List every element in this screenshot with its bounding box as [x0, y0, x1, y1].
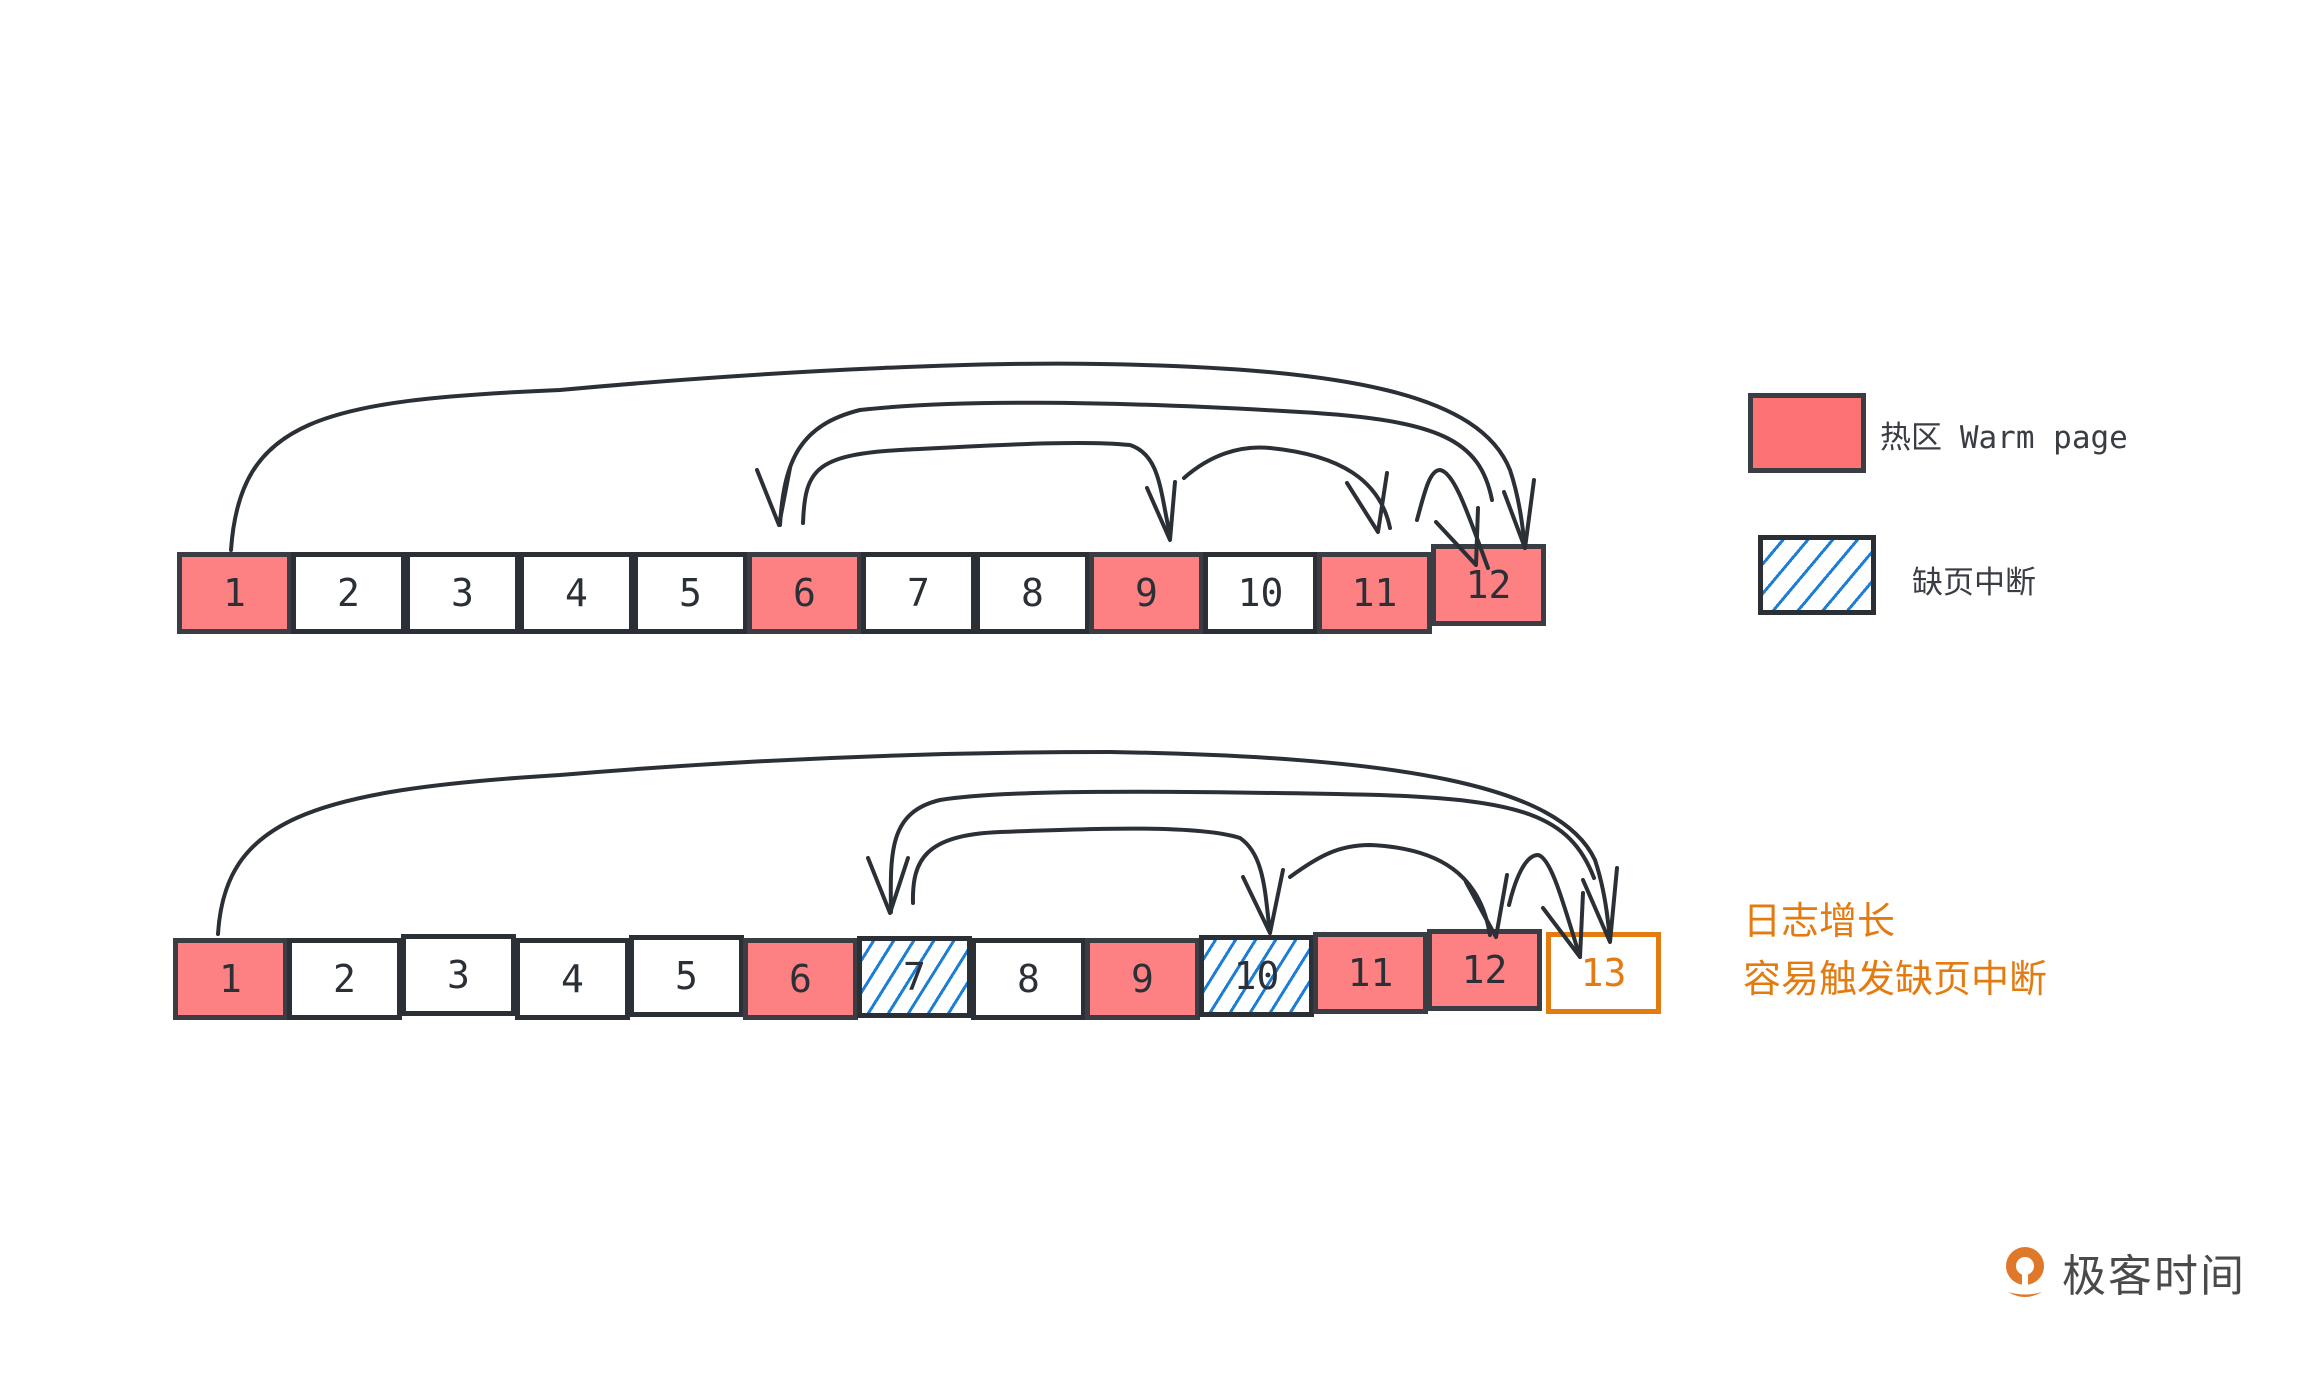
arrow-10-to-12	[1288, 843, 1509, 939]
legend-swatch-page-fault	[1758, 535, 1876, 615]
legend-label-warm: 热区 Warm page	[1880, 412, 2128, 457]
legend-label-page-fault: 缺页中断	[1912, 565, 2036, 601]
legend-label-cn: 热区	[1880, 420, 1942, 456]
page-4: 4	[519, 552, 634, 634]
page-5: 5	[633, 552, 748, 634]
page-number: 5	[679, 571, 702, 615]
page-3: 3	[405, 552, 520, 634]
page-number: 6	[793, 571, 816, 615]
page-4: 4	[515, 938, 630, 1020]
arrow-7-to-10	[910, 826, 1285, 935]
page-number: 2	[337, 571, 360, 615]
note-line-2: 容易触发缺页中断	[1743, 957, 2048, 1001]
page-number: 8	[1017, 957, 1040, 1001]
arrow-13-to-7	[866, 789, 1596, 915]
page-number: 11	[1351, 571, 1398, 615]
page-7-page-fault: 7	[857, 936, 972, 1018]
note-line-1: 日志增长	[1743, 899, 1896, 943]
page-number: 1	[223, 571, 246, 615]
page-number: 13	[1580, 951, 1627, 995]
page-6: 6	[743, 938, 858, 1020]
note-log-growth: 日志增长 容易触发缺页中断	[1743, 892, 2047, 1008]
page-number: 7	[907, 571, 930, 615]
page-2: 2	[291, 552, 406, 634]
page-3: 3	[401, 934, 516, 1016]
page-number: 6	[789, 957, 812, 1001]
page-13-new: 13	[1546, 932, 1661, 1014]
page-number: 3	[447, 953, 470, 997]
page-number: 12	[1461, 948, 1508, 992]
page-9: 9	[1089, 552, 1204, 634]
page-6: 6	[747, 552, 862, 634]
page-number: 9	[1131, 957, 1154, 1001]
page-7: 7	[861, 552, 976, 634]
page-1: 1	[177, 552, 292, 634]
arrow-12-to-6	[755, 400, 1494, 527]
page-5: 5	[629, 935, 744, 1017]
brand-logo: 极客时间	[2002, 1240, 2246, 1304]
page-12: 12	[1431, 544, 1546, 626]
page-number: 8	[1021, 571, 1044, 615]
legend-swatch-warm	[1748, 393, 1866, 473]
page-2: 2	[287, 938, 402, 1020]
page-11: 11	[1317, 552, 1432, 634]
page-number: 5	[675, 954, 698, 998]
page-number: 11	[1347, 951, 1394, 995]
page-number: 9	[1135, 571, 1158, 615]
page-number: 7	[903, 955, 926, 999]
legend-label-en: Warm page	[1959, 420, 2128, 456]
page-number: 10	[1237, 571, 1284, 615]
page-number: 10	[1233, 954, 1280, 998]
page-10-page-fault: 10	[1199, 935, 1314, 1017]
page-number: 12	[1465, 563, 1512, 607]
page-8: 8	[971, 938, 1086, 1020]
arrow-6-to-9	[801, 440, 1177, 542]
arrow-1-to-12	[229, 361, 1536, 552]
page-10: 10	[1203, 552, 1318, 634]
page-number: 3	[451, 571, 474, 615]
page-number: 4	[561, 957, 584, 1001]
page-9: 9	[1085, 938, 1200, 1020]
page-8: 8	[975, 552, 1090, 634]
page-12: 12	[1427, 929, 1542, 1011]
page-1: 1	[173, 938, 288, 1020]
page-row-before: 1 2 3 4 5 6 7 8 9 10 11 12	[177, 544, 1546, 634]
page-number: 1	[219, 957, 242, 1001]
arrow-9-to-11	[1182, 445, 1392, 534]
page-row-after: 1 2 3 4 5 6 7 8 9 10 11 12 13	[173, 929, 1661, 1020]
brand-name: 极客时间	[2062, 1251, 2246, 1302]
page-number: 2	[333, 957, 356, 1001]
arrow-1-to-13	[216, 750, 1619, 944]
page-number: 4	[565, 571, 588, 615]
geektime-logo-icon	[2006, 1247, 2044, 1297]
page-11: 11	[1313, 932, 1428, 1014]
